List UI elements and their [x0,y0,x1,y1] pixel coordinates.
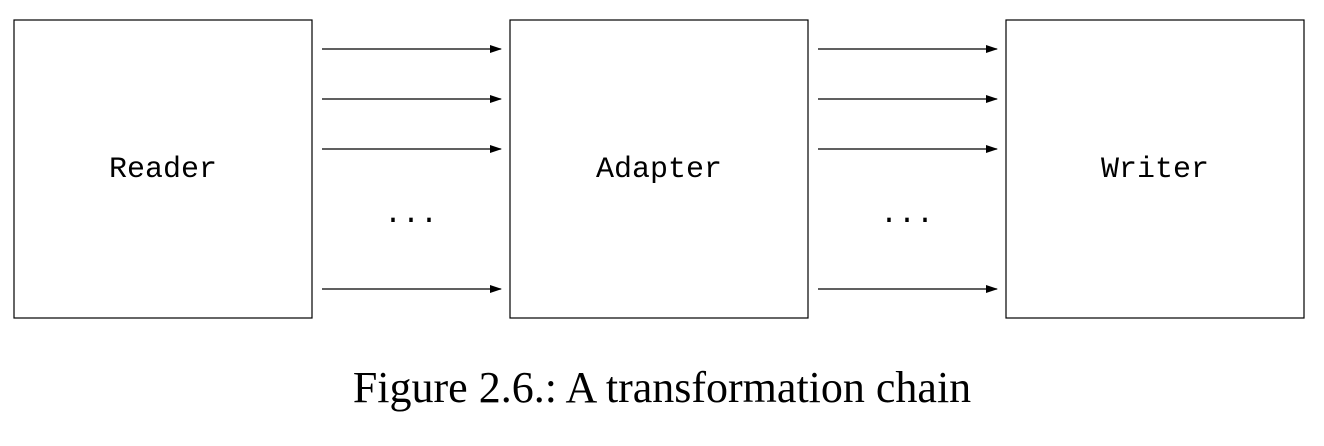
ellipsis: ... [880,198,934,232]
adapter-label: Adapter [596,153,722,187]
reader-box: Reader [13,19,313,319]
figure-caption: Figure 2.6.: A transformation chain [352,363,972,412]
arrows-adapter-to-writer: ... [818,45,998,293]
arrows-reader-to-adapter: ... [322,45,502,293]
writer-box: Writer [1005,19,1305,319]
ellipsis: ... [384,198,438,232]
reader-label: Reader [109,153,217,187]
writer-label: Writer [1101,153,1209,187]
adapter-box: Adapter [509,19,809,319]
